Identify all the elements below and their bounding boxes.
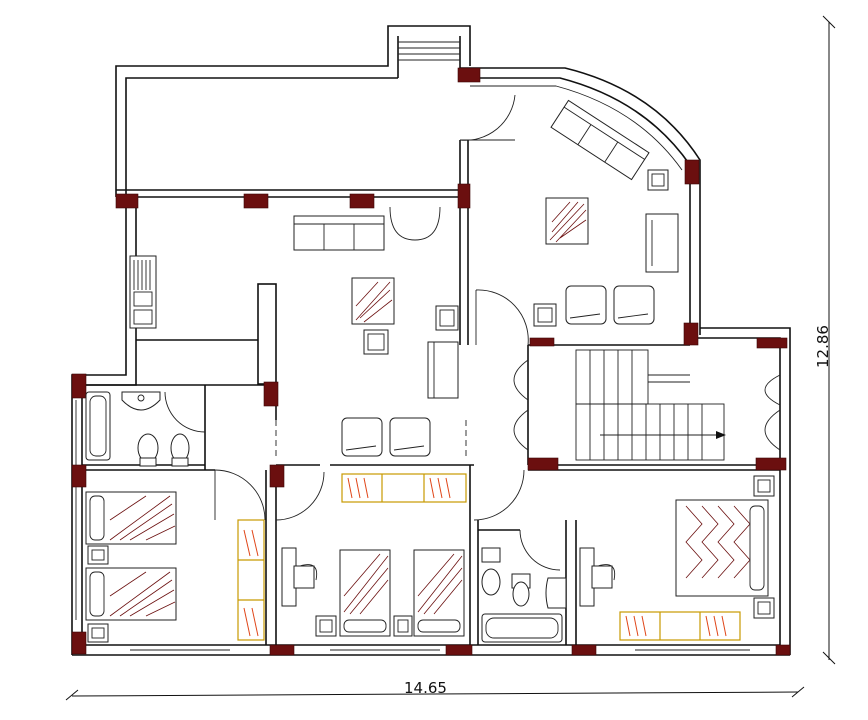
- width-dimension-label: 14.65: [404, 679, 447, 697]
- interior-walls: [82, 140, 780, 645]
- dimension-right: 12.86: [814, 15, 836, 665]
- wardrobe-left: [237, 519, 265, 641]
- doors: [164, 94, 781, 571]
- armchair-1: [565, 285, 607, 325]
- living-room-furniture: [533, 99, 679, 327]
- bedroom-left: [85, 491, 265, 643]
- armchair-2: [613, 285, 655, 325]
- structural-columns: [71, 67, 791, 656]
- master-bed: [675, 499, 769, 597]
- dimension-bottom: 14.65: [65, 679, 805, 701]
- bathroom-left: [85, 391, 190, 467]
- bed-upper: [85, 491, 177, 545]
- sofa-hall: [427, 341, 459, 399]
- kitchen-sink: [129, 255, 157, 329]
- sofa-angled: [550, 99, 650, 181]
- bed-lower: [85, 567, 177, 621]
- wardrobe-master: [619, 611, 741, 641]
- sofa-dining: [293, 215, 385, 251]
- wardrobe-middle: [341, 473, 467, 503]
- armchair-right: [645, 213, 679, 273]
- dining-furniture: [293, 215, 459, 457]
- height-dimension-label: 12.86: [814, 325, 832, 368]
- staircase: [575, 349, 726, 461]
- exterior-walls: [71, 25, 791, 656]
- bathroom-right: [481, 547, 567, 643]
- bedroom-middle: [281, 473, 467, 637]
- stair-arrow-icon: [716, 431, 726, 439]
- master-bedroom: [579, 475, 775, 641]
